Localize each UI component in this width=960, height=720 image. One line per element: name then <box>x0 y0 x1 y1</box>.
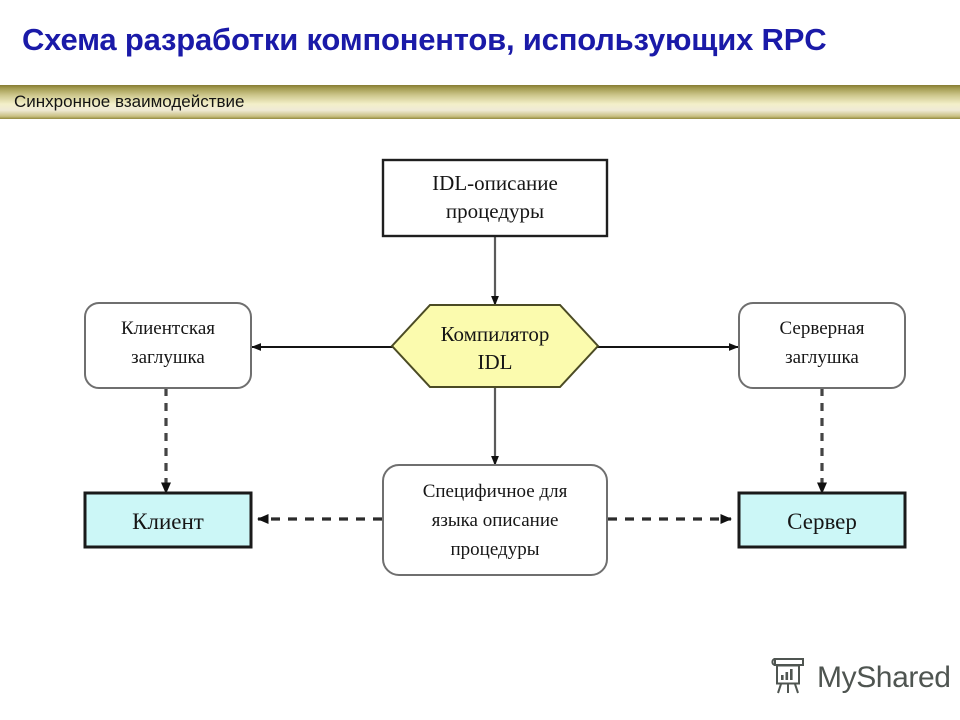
diagram-edges <box>161 235 827 524</box>
node-server-stub-line2: заглушка <box>785 347 859 368</box>
rpc-development-diagram: IDL-описание процедуры Компилятор IDL Кл… <box>0 125 960 655</box>
node-client-stub[interactable]: Клиентская заглушка <box>84 302 252 389</box>
node-client-stub-line2: заглушка <box>131 347 205 368</box>
subtitle-band <box>0 85 960 119</box>
myshared-watermark: MyShared <box>770 652 951 704</box>
node-idl-compiler-line1: Компилятор <box>441 322 550 346</box>
node-client[interactable]: Клиент <box>83 491 253 549</box>
node-server-label: Сервер <box>787 509 857 534</box>
presentation-board-icon <box>770 656 808 701</box>
node-language-specific-description[interactable]: Специфичное для языка описание процедуры <box>382 464 608 576</box>
node-idl-description[interactable]: IDL-описание процедуры <box>381 158 609 238</box>
page-title: Схема разработки компонентов, использующ… <box>22 22 827 57</box>
node-server-stub-line1: Серверная <box>780 318 865 339</box>
node-idl-compiler[interactable]: Компилятор IDL <box>390 304 600 388</box>
node-language-specific-line2: языка описание <box>432 510 559 531</box>
node-server-stub[interactable]: Серверная заглушка <box>738 302 906 389</box>
node-language-specific-line3: процедуры <box>451 539 540 560</box>
node-client-label: Клиент <box>132 509 204 534</box>
node-idl-description-line2: процедуры <box>446 199 544 223</box>
node-client-stub-line1: Клиентская <box>121 318 215 339</box>
myshared-wordmark: MyShared <box>817 661 951 694</box>
node-language-specific-line1: Специфичное для <box>423 481 568 502</box>
node-idl-compiler-line2: IDL <box>478 350 513 374</box>
subtitle-label: Синхронное взаимодействие <box>14 92 245 111</box>
node-server[interactable]: Сервер <box>737 491 907 549</box>
node-idl-description-line1: IDL-описание <box>432 171 558 195</box>
